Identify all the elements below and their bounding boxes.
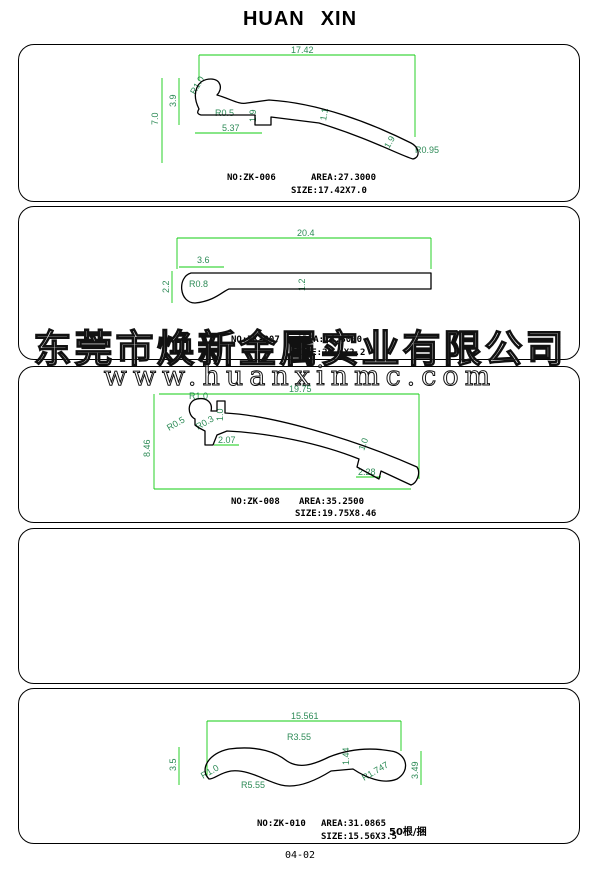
- dim-w1: 5.37: [222, 123, 240, 133]
- dim-t1: 1.0: [215, 408, 225, 421]
- bundle-quantity: 50根/捆: [389, 827, 427, 838]
- profile-panel-zk-006: 17.42 7.0 3.9 R0.5 R1.0 5.37 1.9 1.1 1.9…: [18, 44, 580, 202]
- dim-r4: R1.0: [199, 763, 220, 781]
- dim-r2: R0.5: [165, 415, 186, 433]
- profile-panel-empty: [18, 528, 580, 684]
- dim-t2: 1.0: [356, 437, 370, 452]
- part-size-zk-008: SIZE:19.75X8.46: [295, 509, 377, 519]
- part-area-zk-008: AREA:35.2500: [299, 497, 365, 507]
- part-area-zk-010: AREA:31.0865: [321, 819, 387, 829]
- title-left: HUAN: [242, 8, 305, 30]
- dim-t2: 1.1: [318, 107, 330, 121]
- title-right: XIN: [320, 8, 358, 30]
- profile-drawing-zk-006: 17.42 7.0 3.9 R0.5 R1.0 5.37 1.9 1.1 1.9…: [150, 45, 439, 163]
- dim-h2: 3.49: [410, 761, 420, 779]
- profile-panel-zk-007: 20.4 3.6 2.2 R0.8 1.2 NO:ZK-007 AREA:24.…: [18, 206, 580, 360]
- dim-height: 7.0: [150, 112, 160, 125]
- profile-drawing-zk-010: 15.561 3.5 R3.55 R5.55 R1.747 1.44 3.49 …: [168, 711, 422, 790]
- page-title: HUAN XIN: [0, 8, 600, 31]
- profile-shape-zk-008: [188, 397, 420, 486]
- dim-h1: 2.2: [161, 280, 171, 293]
- part-number-zk-007: NO:ZK-007: [231, 335, 280, 345]
- profile-shape-zk-007: [181, 272, 432, 304]
- dim-t1: 1.9: [248, 109, 258, 122]
- dim-h1: 3.9: [168, 94, 178, 107]
- dim-t1: 1.2: [297, 278, 307, 291]
- part-size-zk-010: SIZE:15.56X3.5: [321, 832, 397, 842]
- dim-width: 17.42: [291, 45, 314, 55]
- watermark-url: www.huanxinmc.com: [103, 361, 497, 393]
- dim-w1: 2.07: [218, 435, 236, 445]
- dim-r1: R0.8: [189, 279, 208, 289]
- dim-t1: 1.44: [341, 747, 351, 765]
- part-number-zk-008: NO:ZK-008: [231, 497, 280, 507]
- profile-shape-zk-006: [194, 78, 419, 160]
- part-size-zk-006: SIZE:17.42X7.0: [291, 186, 367, 196]
- profile-shape-zk-010: [204, 747, 407, 787]
- part-number-zk-006: NO:ZK-006: [227, 173, 276, 183]
- dim-r1: R3.55: [287, 732, 311, 742]
- dim-r1: R1.0: [189, 391, 208, 401]
- dim-r3: R0.95: [415, 145, 439, 155]
- dim-height: 8.46: [142, 439, 152, 457]
- dim-width: 19.75: [289, 384, 312, 394]
- profile-drawing-zk-007: 20.4 3.6 2.2 R0.8 1.2: [161, 228, 432, 304]
- dim-r1: R0.5: [215, 108, 234, 118]
- dim-r3: R0.3: [194, 414, 215, 432]
- dim-width: 15.561: [291, 711, 319, 721]
- profile-panel-zk-008: 19.75 8.46 R1.0 R0.5 R0.3 1.0 2.07 1.0 2…: [18, 366, 580, 523]
- part-number-zk-010: NO:ZK-010: [257, 819, 306, 829]
- dim-w1: 3.6: [197, 255, 210, 265]
- dim-r2: R1.0: [188, 75, 206, 96]
- watermark-company: 东莞市焕新金属实业有限公司: [33, 325, 567, 371]
- profile-panel-zk-010: 15.561 3.5 R3.55 R5.55 R1.747 1.44 3.49 …: [18, 688, 580, 844]
- part-area-zk-006: AREA:27.3000: [311, 173, 377, 183]
- part-size-zk-007: SIZE:20.4X2.2: [295, 348, 366, 358]
- dim-width: 20.4: [297, 228, 315, 238]
- page-number: 04-02: [284, 850, 316, 861]
- profile-drawing-zk-008: 19.75 8.46 R1.0 R0.5 R0.3 1.0 2.07 1.0 2…: [142, 384, 420, 490]
- dim-height: 3.5: [168, 758, 178, 771]
- part-area-zk-007: AREA:24.3000: [297, 335, 363, 345]
- dim-r2: R5.55: [241, 780, 265, 790]
